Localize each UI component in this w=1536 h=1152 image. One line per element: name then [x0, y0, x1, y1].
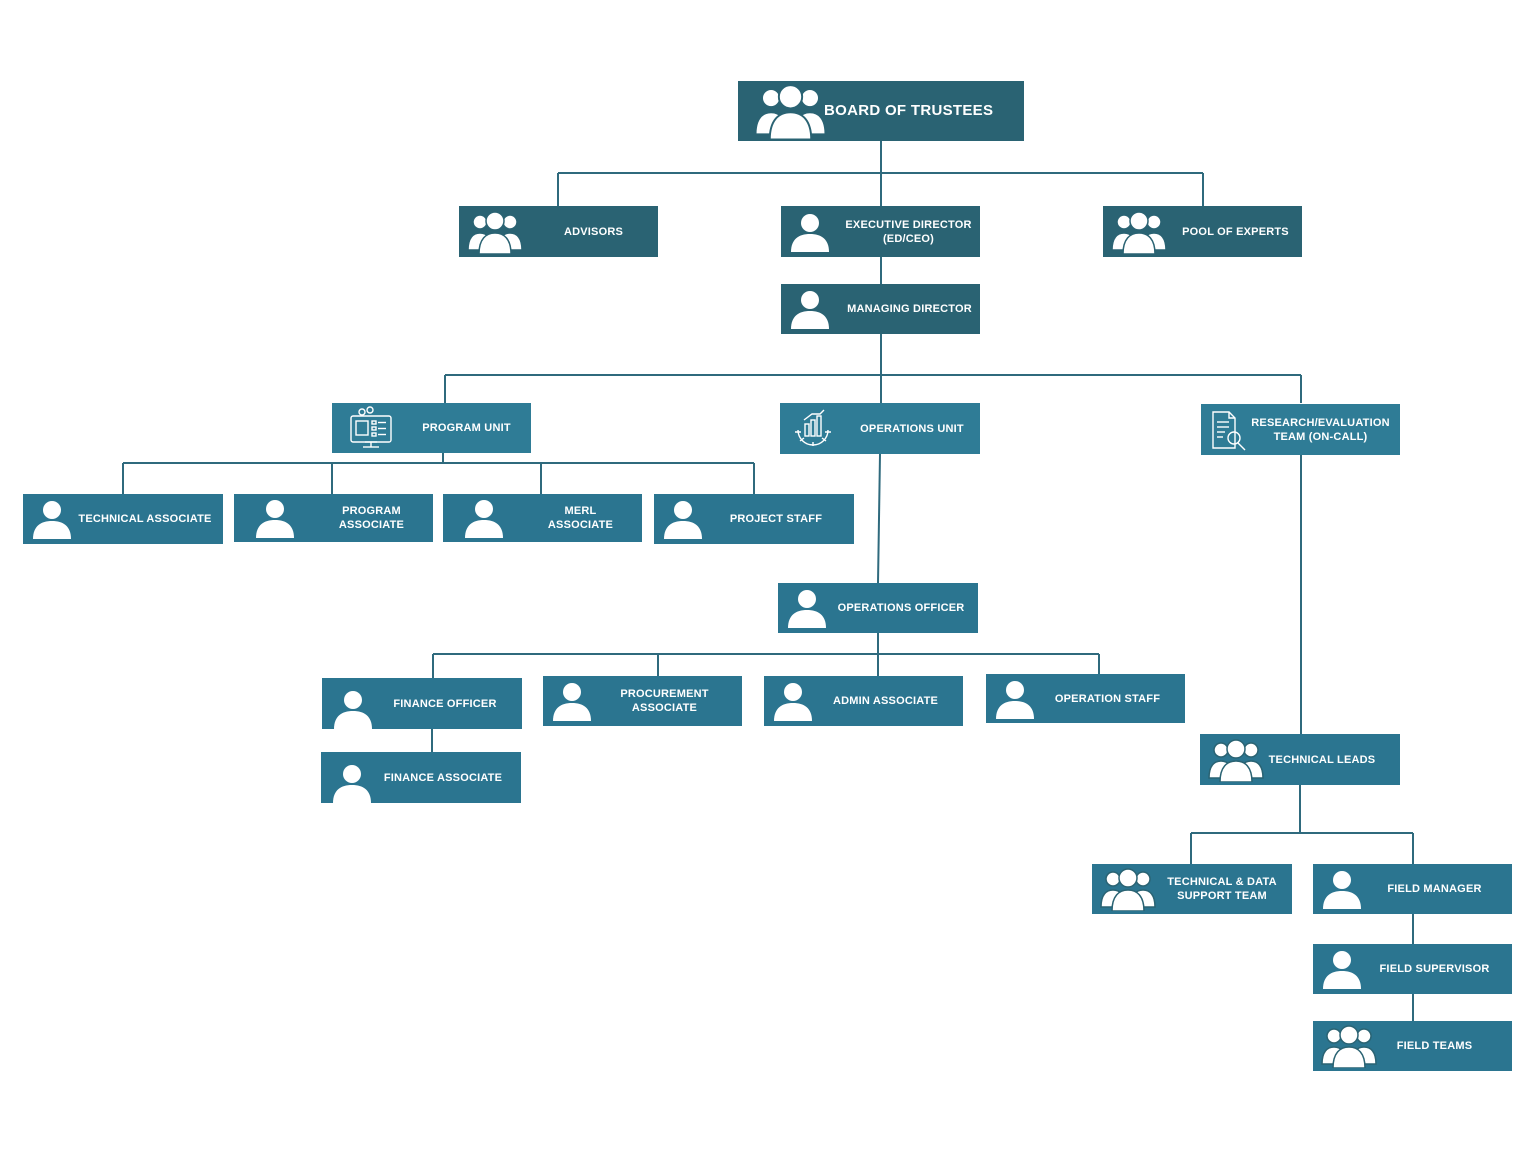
merl-associate-box[interactable]: MERL ASSOCIATE — [443, 494, 642, 542]
node-label: EXECUTIVE DIRECTOR (ED/CEO) — [845, 218, 972, 245]
person-icon — [662, 499, 704, 539]
node-label: MANAGING DIRECTOR — [847, 303, 972, 315]
node-label: RESEARCH/EVALUATION TEAM (ON-CALL) — [1251, 416, 1390, 443]
field-manager-box[interactable]: FIELD MANAGER — [1313, 864, 1512, 914]
person-icon — [1321, 869, 1363, 909]
node-label: TECHNICAL LEADS — [1268, 753, 1376, 766]
finance-officer-box[interactable]: FINANCE OFFICER — [322, 678, 522, 729]
group-icon — [1111, 210, 1167, 254]
finance-associate-box[interactable]: FINANCE ASSOCIATE — [321, 752, 521, 803]
node-label: PROGRAM ASSOCIATE — [338, 505, 405, 531]
person-icon — [772, 681, 814, 721]
group-icon — [1100, 867, 1156, 911]
node-label: PROJECT STAFF — [729, 513, 823, 525]
person-icon — [31, 499, 73, 539]
node-label: FIELD TEAMS — [1396, 1040, 1473, 1052]
managing-director-box[interactable]: MANAGING DIRECTOR — [781, 284, 980, 334]
research-evaluation-team-box[interactable]: RESEARCH/EVALUATION TEAM (ON-CALL) — [1201, 404, 1400, 455]
person-icon — [254, 498, 296, 538]
document-search-icon — [1207, 408, 1249, 452]
advisors-box[interactable]: ADVISORS — [459, 206, 658, 257]
project-staff-box[interactable]: PROJECT STAFF — [654, 494, 854, 544]
node-label: POOL OF EXPERTS — [1182, 225, 1289, 238]
person-icon — [994, 679, 1036, 719]
node-label: MERL ASSOCIATE — [547, 505, 614, 531]
board-of-trustees-box[interactable]: BOARD OF TRUSTEES — [738, 81, 1024, 141]
node-label: PROCUREMENT ASSOCIATE — [620, 688, 709, 714]
operations-officer-box[interactable]: OPERATIONS OFFICER — [778, 583, 978, 633]
person-icon — [332, 689, 374, 729]
dashboard-gear-icon — [348, 406, 394, 450]
node-label: PROGRAM UNIT — [422, 422, 511, 434]
field-supervisor-box[interactable]: FIELD SUPERVISOR — [1313, 944, 1512, 994]
technical-leads-box[interactable]: TECHNICAL LEADS — [1200, 734, 1400, 785]
operation-staff-box[interactable]: OPERATION STAFF — [986, 674, 1185, 723]
technical-associate-box[interactable]: TECHNICAL ASSOCIATE — [23, 494, 223, 544]
node-label: ADVISORS — [563, 225, 624, 238]
executive-director-box[interactable]: EXECUTIVE DIRECTOR (ED/CEO) — [781, 206, 980, 257]
group-icon — [754, 83, 827, 140]
person-icon — [551, 681, 593, 721]
node-label: BOARD OF TRUSTEES — [824, 102, 994, 119]
pool-of-experts-box[interactable]: POOL OF EXPERTS — [1103, 206, 1302, 257]
person-icon — [789, 212, 831, 252]
node-label: TECHNICAL ASSOCIATE — [78, 513, 212, 525]
operations-unit-box[interactable]: OPERATIONS UNIT — [780, 403, 980, 454]
node-label: OPERATIONS UNIT — [860, 422, 964, 435]
person-icon — [1321, 949, 1363, 989]
node-label: TECHNICAL & DATA SUPPORT TEAM — [1167, 876, 1277, 902]
person-icon — [331, 763, 373, 803]
person-icon — [463, 498, 505, 538]
person-icon — [786, 588, 828, 628]
gear-chart-icon — [792, 408, 834, 450]
node-label: FIELD MANAGER — [1387, 883, 1482, 895]
person-icon — [789, 289, 831, 329]
group-icon — [1321, 1024, 1377, 1068]
node-label: ADMIN ASSOCIATE — [832, 695, 939, 707]
procurement-associate-box[interactable]: PROCUREMENT ASSOCIATE — [543, 676, 742, 726]
group-icon — [467, 210, 523, 254]
program-associate-box[interactable]: PROGRAM ASSOCIATE — [234, 494, 433, 542]
admin-associate-box[interactable]: ADMIN ASSOCIATE — [764, 676, 963, 726]
node-label: OPERATION STAFF — [1054, 692, 1161, 705]
group-icon — [1208, 738, 1264, 782]
technical-data-support-team-box[interactable]: TECHNICAL & DATA SUPPORT TEAM — [1092, 864, 1292, 914]
node-label: FINANCE OFFICER — [393, 697, 497, 710]
node-label: OPERATIONS OFFICER — [837, 602, 965, 614]
program-unit-box[interactable]: PROGRAM UNIT — [332, 403, 531, 453]
field-teams-box[interactable]: FIELD TEAMS — [1313, 1021, 1512, 1071]
node-label: FINANCE ASSOCIATE — [383, 771, 503, 784]
node-label: FIELD SUPERVISOR — [1379, 963, 1490, 975]
